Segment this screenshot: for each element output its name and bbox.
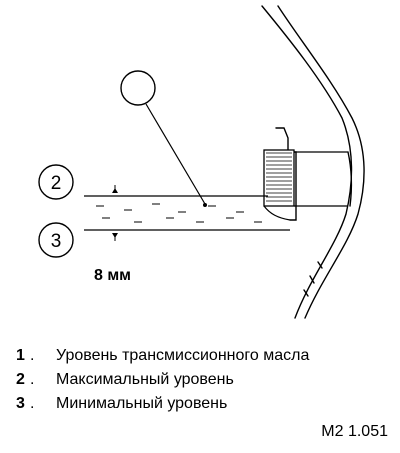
legend-number: 2: [16, 371, 25, 388]
callout-3-number: 3: [51, 231, 62, 252]
callout-2-number: 2: [51, 173, 62, 194]
legend-item: 2. Максимальный уровень: [16, 368, 392, 392]
legend-separator: .: [30, 395, 35, 412]
legend-separator: .: [30, 347, 35, 364]
dimension-label: 8 мм: [94, 267, 131, 284]
legend-separator: .: [30, 371, 35, 388]
legend-number: 1: [16, 347, 25, 364]
oil-level-band: [84, 195, 290, 231]
callout-1: [120, 70, 207, 207]
legend-item: 1. Уровень трансмиссионного масла: [16, 344, 392, 368]
filler-bore: [263, 205, 291, 221]
legend-text: Уровень трансмиссионного масла: [56, 347, 310, 364]
callout-2: 2: [38, 164, 74, 200]
legend-text: Максимальный уровень: [56, 371, 234, 388]
figure-code: M2 1.051: [321, 423, 388, 440]
legend-item: 3. Минимальный уровень: [16, 392, 392, 416]
legend-text: Минимальный уровень: [56, 395, 228, 412]
filler-plug: [263, 149, 348, 207]
legend-number: 3: [16, 395, 25, 412]
legend: 1. Уровень трансмиссионного масла 2. Макси…: [16, 344, 392, 416]
gearbox-oil-level-diagram: 2 3 8 мм: [38, 5, 365, 319]
callout-3: 3: [38, 222, 74, 258]
dimension-arrows: [112, 185, 118, 241]
